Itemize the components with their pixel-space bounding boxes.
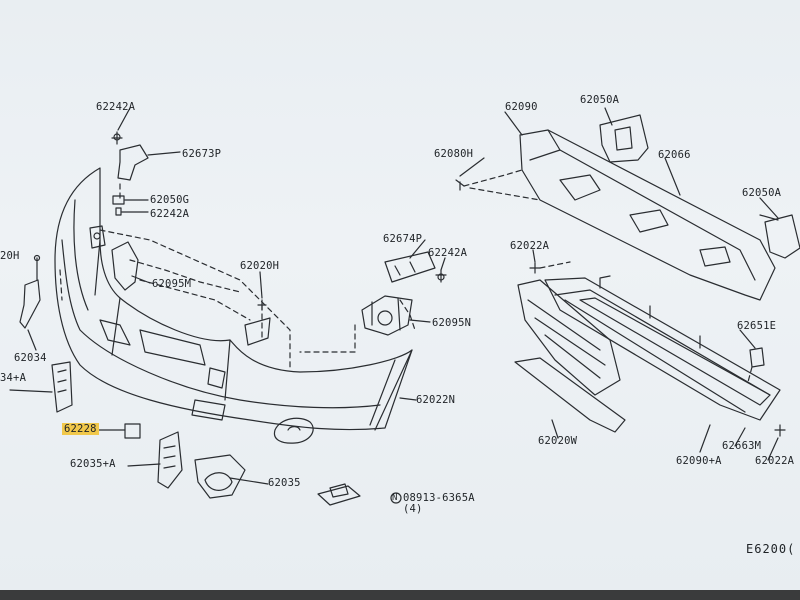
bracket-62095n xyxy=(361,295,413,336)
reinforcement-62066 xyxy=(519,129,776,301)
label-62095n: 62095N xyxy=(432,317,472,329)
label-62050a-right: 62050A xyxy=(742,187,782,199)
label-08913-qty: (4) xyxy=(403,503,423,515)
shield-34a xyxy=(51,361,73,413)
strip-62663m xyxy=(579,297,771,406)
label-62095m: 62095M xyxy=(152,278,192,290)
label-62663m: 62663M xyxy=(722,440,762,452)
monitor-bezel xyxy=(0,590,800,600)
fog-lamp-opening xyxy=(273,417,314,444)
drawing-reference: E6200( xyxy=(746,542,796,556)
bracket-62034 xyxy=(19,279,41,329)
label-62035a: 62035+A xyxy=(70,458,116,470)
label-62673p: 62673P xyxy=(182,148,222,160)
bumper-fascia xyxy=(54,167,413,431)
bracket-62035 xyxy=(194,454,246,499)
bracket-62050a-right xyxy=(764,214,800,259)
label-62090a: 62090+A xyxy=(676,455,722,467)
label-62022a-right: 62022A xyxy=(755,455,795,467)
label-62022n: 62022N xyxy=(416,394,456,406)
label-62050g: 62050G xyxy=(150,194,190,206)
bracket-62674p xyxy=(384,251,436,283)
label-08913: 08913-6365A xyxy=(403,492,475,504)
label-62242a-top: 62242A xyxy=(96,101,136,113)
absorber-62090a xyxy=(544,277,781,421)
label-0h: 20H xyxy=(0,250,20,262)
bracket-62050a-top xyxy=(599,114,649,163)
bracket-62673p xyxy=(117,144,149,181)
label-62242a-right: 62242A xyxy=(428,247,468,259)
label-62066: 62066 xyxy=(658,149,691,161)
bracket-62035a xyxy=(157,431,183,489)
bracket-62095m xyxy=(111,241,139,291)
label-62034: 62034 xyxy=(14,352,47,364)
label-62035: 62035 xyxy=(268,477,301,489)
label-62651e: 62651E xyxy=(737,320,777,332)
label-62020h: 62020H xyxy=(240,260,280,272)
label-34a: 34+A xyxy=(0,372,27,384)
label-62020w: 62020W xyxy=(538,435,578,447)
label-62090: 62090 xyxy=(505,101,538,113)
grille-62020w xyxy=(517,279,621,396)
label-62050a-top: 62050A xyxy=(580,94,620,106)
label-62242a-mid: 62242A xyxy=(150,208,190,220)
label-62080h: 62080H xyxy=(434,148,474,160)
label-62674p: 62674P xyxy=(383,233,423,245)
label-62228-highlighted: 62228 xyxy=(62,423,99,435)
label-62022a-mid: 62022A xyxy=(510,240,550,252)
deflector-62020w xyxy=(514,357,626,433)
label-08913-n: N xyxy=(392,493,398,503)
